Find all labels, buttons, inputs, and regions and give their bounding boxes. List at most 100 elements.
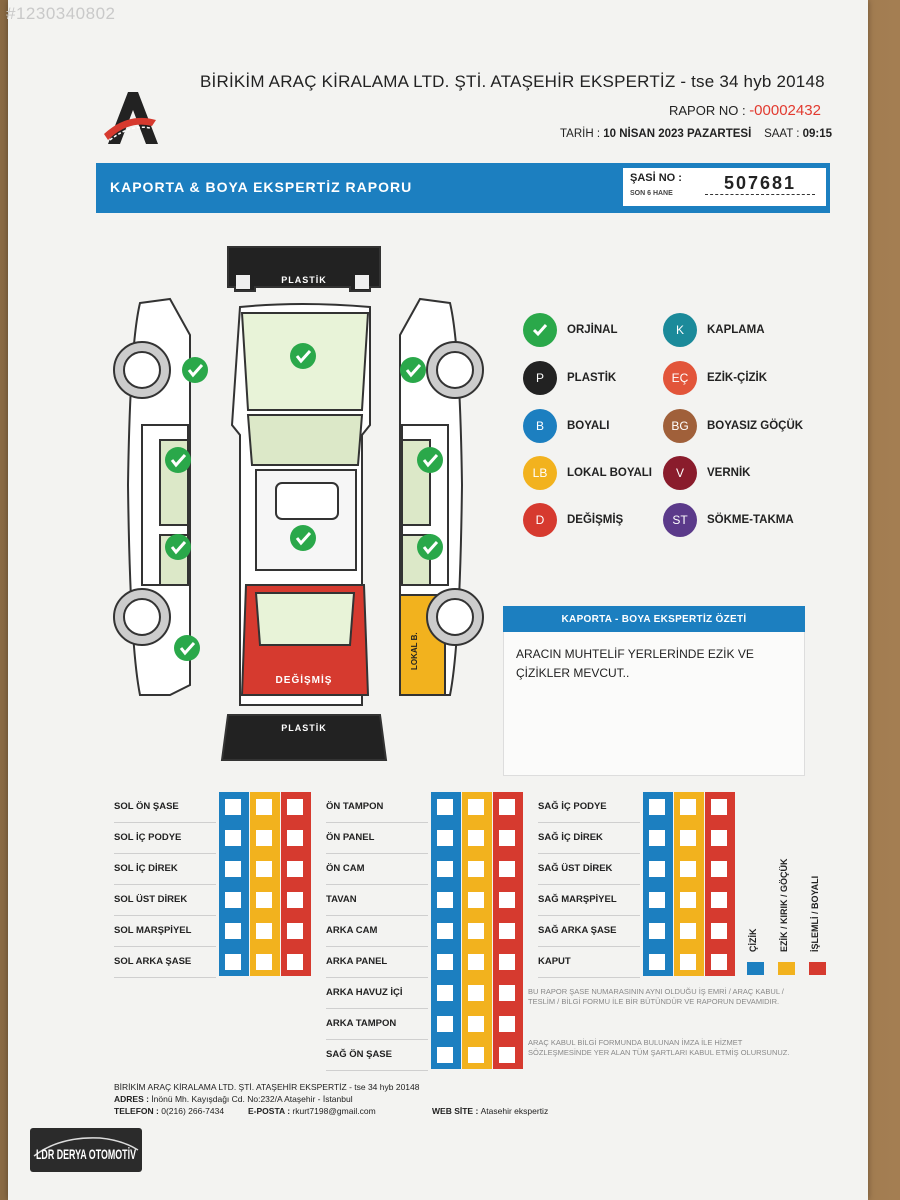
damage-checkbox[interactable] bbox=[437, 861, 453, 877]
damage-checkbox[interactable] bbox=[680, 830, 696, 846]
damage-checkbox[interactable] bbox=[649, 954, 665, 970]
footer-phone: TELEFON : 0(216) 266-7434 bbox=[114, 1106, 224, 1116]
part-label: SAĞ ÜST DİREK bbox=[538, 863, 613, 874]
chassis-sublabel: SON 6 HANE bbox=[630, 190, 673, 197]
damage-checkbox[interactable] bbox=[287, 892, 303, 908]
damage-column-strip bbox=[462, 792, 492, 1069]
email-label: E-POSTA : bbox=[248, 1106, 293, 1116]
damage-checkbox[interactable] bbox=[468, 892, 484, 908]
damage-checkbox[interactable] bbox=[499, 892, 515, 908]
damage-checkbox[interactable] bbox=[437, 799, 453, 815]
damage-checkbox[interactable] bbox=[468, 799, 484, 815]
legend-label: BOYALI bbox=[567, 420, 610, 432]
row-divider bbox=[114, 822, 216, 823]
damage-checkbox[interactable] bbox=[437, 1016, 453, 1032]
damage-checkbox[interactable] bbox=[468, 923, 484, 939]
damage-checkbox[interactable] bbox=[680, 923, 696, 939]
damage-checkbox[interactable] bbox=[287, 923, 303, 939]
damage-checkbox[interactable] bbox=[680, 892, 696, 908]
damage-checkbox[interactable] bbox=[468, 1047, 484, 1063]
damage-checkbox[interactable] bbox=[468, 861, 484, 877]
damage-checkbox[interactable] bbox=[680, 861, 696, 877]
damage-checkbox[interactable] bbox=[499, 830, 515, 846]
damage-column-strip bbox=[643, 792, 673, 976]
chassis-number: 507681 bbox=[705, 173, 815, 195]
damage-checkbox[interactable] bbox=[499, 954, 515, 970]
damage-checkbox[interactable] bbox=[649, 861, 665, 877]
report-title: KAPORTA & BOYA EKSPERTİZ RAPORU bbox=[110, 179, 413, 195]
part-label: SOL ARKA ŞASE bbox=[114, 956, 192, 967]
legend-label: DEĞİŞMİŞ bbox=[567, 514, 624, 526]
damage-checkbox[interactable] bbox=[437, 985, 453, 1001]
damage-checkbox[interactable] bbox=[711, 923, 727, 939]
damage-checkbox[interactable] bbox=[649, 799, 665, 815]
damage-checkbox[interactable] bbox=[225, 892, 241, 908]
legend-label: KAPLAMA bbox=[707, 324, 765, 336]
damage-checkbox[interactable] bbox=[468, 954, 484, 970]
part-row: SAĞ ÜST DİREK bbox=[538, 854, 640, 885]
column-legend-swatch bbox=[809, 962, 826, 975]
damage-checkbox[interactable] bbox=[468, 1016, 484, 1032]
damage-checkbox[interactable] bbox=[256, 861, 272, 877]
damage-checkbox[interactable] bbox=[711, 799, 727, 815]
part-row: ARKA PANEL bbox=[326, 947, 428, 978]
damage-checkbox[interactable] bbox=[437, 923, 453, 939]
damage-checkbox[interactable] bbox=[437, 892, 453, 908]
dealer-logo-icon: LDR DERYA OTOMOTİV bbox=[33, 1137, 139, 1162]
legend-code: B bbox=[523, 409, 557, 443]
damage-checkbox[interactable] bbox=[225, 923, 241, 939]
legend-code: P bbox=[523, 361, 557, 395]
damage-checkbox[interactable] bbox=[499, 861, 515, 877]
damage-checkbox[interactable] bbox=[225, 799, 241, 815]
damage-checkbox[interactable] bbox=[499, 923, 515, 939]
listing-id: #1230340802 bbox=[6, 4, 116, 23]
damage-checkbox[interactable] bbox=[287, 830, 303, 846]
damage-checkbox[interactable] bbox=[225, 830, 241, 846]
damage-checkbox[interactable] bbox=[711, 861, 727, 877]
damage-checkbox[interactable] bbox=[468, 830, 484, 846]
car-body-diagram: PLASTİK DEĞİŞMİŞ PLASTİK LOKAL B. bbox=[113, 246, 484, 761]
damage-checkbox[interactable] bbox=[499, 985, 515, 1001]
footer-web: WEB SİTE : Atasehir ekspertiz bbox=[432, 1106, 548, 1116]
damage-checkbox[interactable] bbox=[468, 985, 484, 1001]
damage-checkbox[interactable] bbox=[680, 799, 696, 815]
damage-checkbox[interactable] bbox=[256, 799, 272, 815]
damage-checkbox[interactable] bbox=[711, 892, 727, 908]
damage-checkbox[interactable] bbox=[256, 892, 272, 908]
row-divider bbox=[114, 884, 216, 885]
column-legend-label: EZİK / KIRIK / GÖÇÜK bbox=[779, 858, 789, 952]
damage-checkbox[interactable] bbox=[287, 799, 303, 815]
row-divider bbox=[538, 822, 640, 823]
damage-checkbox[interactable] bbox=[711, 954, 727, 970]
damage-checkbox[interactable] bbox=[256, 830, 272, 846]
damage-checkbox[interactable] bbox=[225, 861, 241, 877]
row-divider bbox=[326, 1008, 428, 1009]
damage-checkbox[interactable] bbox=[711, 830, 727, 846]
damage-checkbox[interactable] bbox=[256, 923, 272, 939]
legend-label: EZİK-ÇİZİK bbox=[707, 372, 768, 384]
damage-checkbox[interactable] bbox=[499, 1016, 515, 1032]
part-row: ÖN CAM bbox=[326, 854, 428, 885]
damage-checkbox[interactable] bbox=[256, 954, 272, 970]
damage-checkbox[interactable] bbox=[287, 861, 303, 877]
damage-checkbox[interactable] bbox=[680, 954, 696, 970]
damage-checkbox[interactable] bbox=[649, 923, 665, 939]
damage-checkbox[interactable] bbox=[225, 954, 241, 970]
damage-checkbox[interactable] bbox=[437, 1047, 453, 1063]
part-label: SOL İÇ DİREK bbox=[114, 863, 178, 874]
damage-checkbox[interactable] bbox=[437, 830, 453, 846]
damage-checkbox[interactable] bbox=[649, 830, 665, 846]
legend-label: VERNİK bbox=[707, 467, 751, 479]
part-row: SAĞ ARKA ŞASE bbox=[538, 916, 640, 947]
damage-checkbox[interactable] bbox=[287, 954, 303, 970]
damage-checkbox[interactable] bbox=[499, 799, 515, 815]
damage-checkbox[interactable] bbox=[499, 1047, 515, 1063]
address-label: ADRES : bbox=[114, 1094, 152, 1104]
time-label: SAAT : bbox=[764, 128, 803, 140]
summary-text: ARACIN MUHTELİF YERLERİNDE EZİK VE ÇİZİK… bbox=[516, 647, 754, 680]
damage-checkbox[interactable] bbox=[437, 954, 453, 970]
damage-checkbox[interactable] bbox=[649, 892, 665, 908]
